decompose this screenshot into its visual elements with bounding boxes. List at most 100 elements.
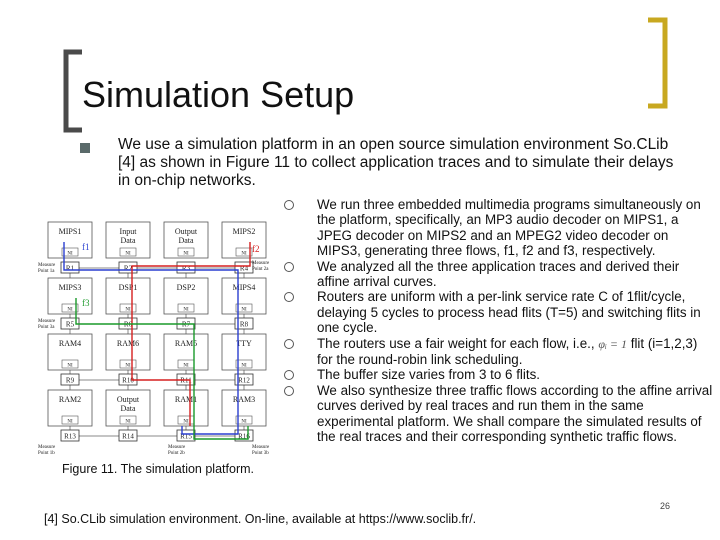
- module-label: Data: [178, 236, 194, 245]
- ni-label: NI: [241, 364, 247, 369]
- ni-label: NI: [67, 420, 73, 425]
- router-box: [234, 261, 254, 274]
- circle-bullet-icon: [284, 292, 294, 303]
- module-label: DSP2: [177, 283, 196, 292]
- router-box: [234, 429, 254, 442]
- ni-label: NI: [125, 364, 131, 369]
- sub-bullet-5: The buffer size varies from 3 to 6 flits…: [282, 367, 714, 382]
- router-label: R9: [66, 377, 75, 385]
- sub-bullet-4: The routers use a fair weight for each f…: [282, 336, 714, 368]
- footnote: [4] So.CLib simulation environment. On-l…: [44, 512, 477, 526]
- ni-box: [177, 247, 195, 257]
- module-box: [163, 389, 209, 427]
- ni-label: NI: [183, 364, 189, 369]
- router-box: [118, 261, 138, 274]
- router-box: [176, 261, 196, 274]
- module-label: TTY: [236, 339, 252, 348]
- router-label: R12: [238, 377, 250, 385]
- circle-bullet-icon: [284, 338, 294, 349]
- router-label: R2: [124, 265, 133, 273]
- ni-label: NI: [241, 420, 247, 425]
- router-box: [234, 317, 254, 330]
- ni-box: [119, 415, 137, 425]
- circle-bullet-icon: [284, 261, 294, 272]
- flow-f2-path: [131, 242, 251, 426]
- circle-bullet-icon: [284, 385, 294, 396]
- slide-title: Simulation Setup: [82, 74, 355, 115]
- measure-point-label: Point 3b: [252, 451, 269, 456]
- ni-box: [119, 303, 137, 313]
- sub-bullet-1: We run three embedded multimedia program…: [282, 197, 714, 259]
- ni-label: NI: [183, 252, 189, 257]
- sub-bullet-6: We also synthesize three traffic flows a…: [282, 383, 714, 445]
- router-label: R15: [180, 433, 192, 441]
- ni-box: [61, 303, 79, 313]
- measure-point-label: Point 1a: [38, 269, 55, 274]
- module-label: Data: [120, 236, 136, 245]
- measure-point-label: Measure: [38, 263, 56, 268]
- router-box: [234, 373, 254, 386]
- flow-label-f3: f3: [82, 298, 90, 308]
- router-box: [118, 429, 138, 442]
- title-bracket-left: [63, 49, 82, 133]
- ni-label: NI: [125, 420, 131, 425]
- page-number: 26: [660, 501, 671, 511]
- measure-point-label: Measure: [252, 445, 270, 450]
- module-label: Input: [120, 227, 138, 236]
- router-label: R5: [66, 321, 75, 329]
- module-label: MIPS2: [233, 227, 256, 236]
- ni-box: [235, 359, 253, 369]
- ni-box: [235, 415, 253, 425]
- router-box: [60, 261, 80, 274]
- router-label: R13: [64, 433, 76, 441]
- ni-label: NI: [67, 252, 73, 257]
- module-label: RAM2: [59, 395, 81, 404]
- ni-label: NI: [183, 420, 189, 425]
- router-label: R16: [238, 433, 250, 441]
- sub-bullet-list: We run three embedded multimedia program…: [282, 197, 714, 445]
- router-label: R3: [182, 265, 191, 273]
- flow-f1-path: [63, 242, 239, 435]
- ni-label: NI: [67, 308, 73, 313]
- module-label: RAM1: [175, 395, 197, 404]
- ni-label: NI: [125, 308, 131, 313]
- measure-point-label: Point 2b: [168, 451, 185, 456]
- module-box: [221, 277, 267, 315]
- module-label: RAM5: [175, 339, 197, 348]
- module-box: [163, 277, 209, 315]
- module-label: MIPS1: [59, 227, 82, 236]
- module-label: Output: [117, 395, 140, 404]
- module-label: RAM6: [117, 339, 139, 348]
- module-box: [221, 221, 267, 259]
- module-label: RAM3: [233, 395, 255, 404]
- measure-point-label: Measure: [38, 445, 56, 450]
- title-bracket-right: [648, 17, 668, 109]
- phi-formula: φᵢ = 1: [598, 336, 627, 351]
- ni-box: [61, 359, 79, 369]
- ni-label: NI: [183, 308, 189, 313]
- sub-bullet-3: Routers are uniform with a per-link serv…: [282, 289, 714, 335]
- figure-caption: Figure 11. The simulation platform.: [62, 462, 254, 476]
- measure-point-label: Point 3a: [38, 325, 55, 330]
- router-box: [176, 429, 196, 442]
- measure-point-label: Point 2a: [252, 267, 269, 272]
- main-bullet-text: We use a simulation platform in an open …: [118, 136, 674, 189]
- main-bullet-marker: [80, 143, 90, 153]
- flow-label-f1: f1: [82, 242, 90, 252]
- sub-bullet-2: We analyzed all the three application tr…: [282, 259, 714, 290]
- ni-box: [61, 415, 79, 425]
- module-label: RAM4: [59, 339, 81, 348]
- router-label: R1: [66, 265, 75, 273]
- simulation-platform-figure: MIPS1NIR1InputDataNIR2OutputDataNIR3MIPS…: [38, 221, 270, 456]
- ni-box: [119, 247, 137, 257]
- module-label: MIPS4: [233, 283, 256, 292]
- router-label: R14: [122, 433, 134, 441]
- router-box: [60, 373, 80, 386]
- ni-box: [235, 303, 253, 313]
- measure-point-label: Measure: [38, 319, 56, 324]
- measure-point-label: Measure: [252, 261, 270, 266]
- measure-point-label: Point 1b: [38, 451, 55, 456]
- ni-box: [235, 247, 253, 257]
- router-label: R4: [240, 265, 249, 273]
- flow-f3-path: [75, 298, 249, 440]
